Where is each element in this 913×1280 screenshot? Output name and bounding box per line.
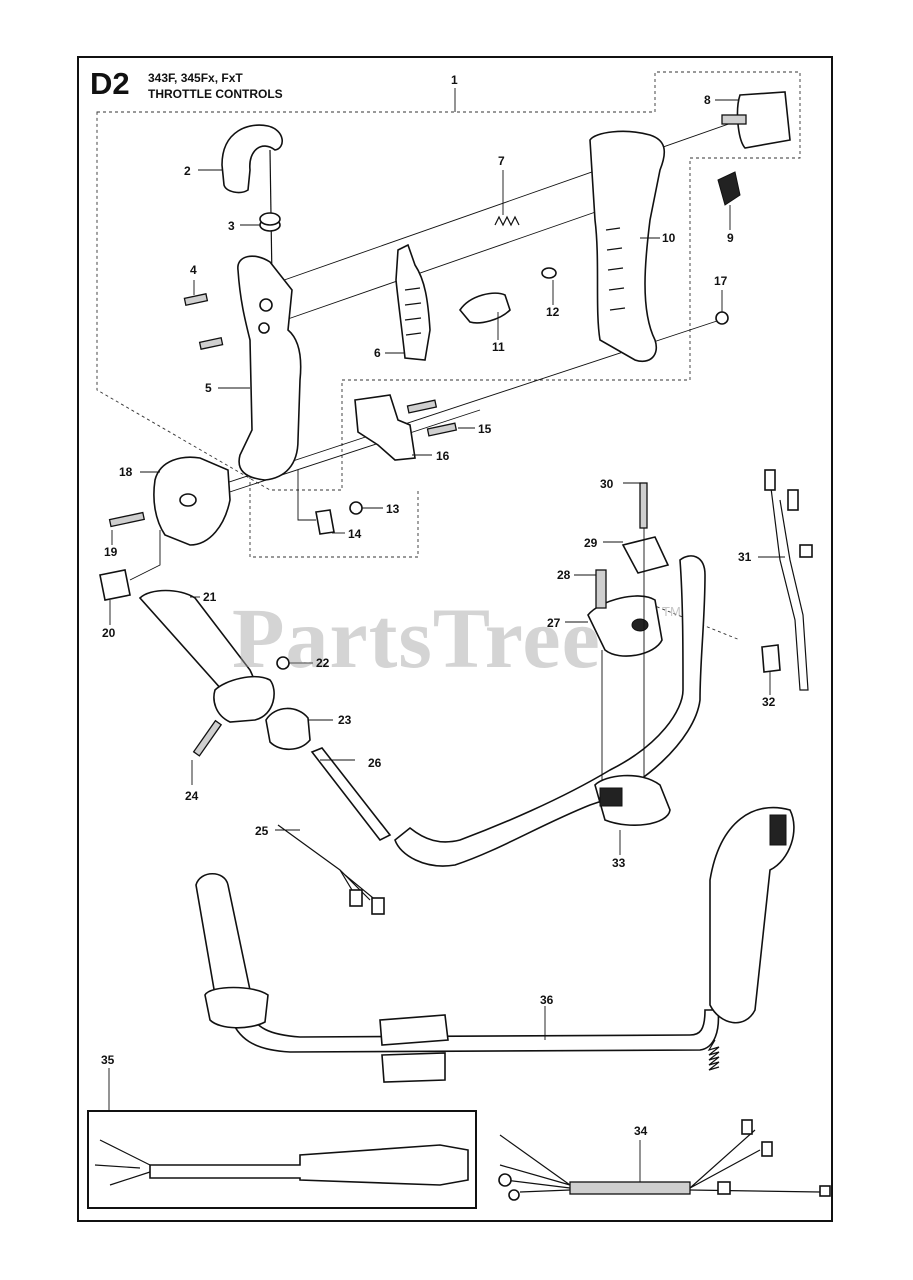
throttle-cable-coil xyxy=(707,1039,720,1071)
callout-5: 5 xyxy=(205,381,212,395)
part-31-cable-loom xyxy=(769,479,809,691)
axis-line-d xyxy=(189,409,481,506)
callout-25: 25 xyxy=(255,824,269,838)
part-27-bar-clamp xyxy=(587,595,663,657)
part-32-clip xyxy=(761,644,781,673)
part-29-clamp-plate xyxy=(621,536,670,574)
watermark: PartsTree xyxy=(232,590,601,686)
part-5-handle-left xyxy=(237,255,302,481)
callout-20: 20 xyxy=(102,626,116,640)
section-id: D2 xyxy=(90,66,130,101)
part-35-handle-assembly xyxy=(149,1144,469,1186)
part-13-screw xyxy=(349,501,363,515)
callout-29: 29 xyxy=(584,536,598,550)
callout-2: 2 xyxy=(184,164,191,178)
callout-3: 3 xyxy=(228,219,235,233)
part-17-nut xyxy=(715,311,729,325)
model-list: 343F, 345Fx, FxT xyxy=(148,71,243,85)
callout-26: 26 xyxy=(368,756,382,770)
part-9-stop-switch xyxy=(717,171,741,206)
callout-11: 11 xyxy=(492,340,505,354)
handlebar-tube xyxy=(394,555,706,867)
callout-21: 21 xyxy=(203,590,217,604)
callout-35: 35 xyxy=(101,1053,115,1067)
callout-12: 12 xyxy=(546,305,560,319)
callout-24: 24 xyxy=(185,789,199,803)
assembly-outline-lower xyxy=(249,470,419,558)
callout-7: 7 xyxy=(498,154,505,168)
callout-19: 19 xyxy=(104,545,118,559)
part-12-ring xyxy=(541,267,557,279)
callout-36: 36 xyxy=(540,993,554,1007)
part-8-lever-block xyxy=(736,91,791,149)
callout-10: 10 xyxy=(662,231,676,245)
part-16-cruise-lever xyxy=(354,394,416,461)
part-19-screw xyxy=(108,511,146,528)
part-10-handle-right xyxy=(589,130,666,362)
callout-17: 17 xyxy=(714,274,728,288)
part-6-throttle-trigger xyxy=(395,243,431,361)
part-36-right-handle xyxy=(709,806,795,1024)
callout-8: 8 xyxy=(704,93,711,107)
callout-23: 23 xyxy=(338,713,352,727)
callout-15: 15 xyxy=(478,422,492,436)
part-36-center-clamp xyxy=(379,1014,449,1046)
callout-28: 28 xyxy=(557,568,571,582)
part-14-clip xyxy=(315,509,335,535)
callout-9: 9 xyxy=(727,231,734,245)
callout-6: 6 xyxy=(374,346,381,360)
part-11-trigger-lock xyxy=(459,292,511,324)
watermark-trademark: TM xyxy=(662,604,681,619)
part-35-box xyxy=(87,1110,477,1209)
axis-line-b xyxy=(284,199,631,321)
part-25-wiring xyxy=(277,824,371,901)
diagram-frame xyxy=(77,56,833,1222)
callout-32: 32 xyxy=(762,695,776,709)
part-15-screw xyxy=(426,422,458,437)
part-36-left-grip xyxy=(195,872,251,1002)
callout-27: 27 xyxy=(547,616,561,630)
callout-4: 4 xyxy=(190,263,197,277)
callout-13: 13 xyxy=(386,502,400,516)
part-4-screw-b xyxy=(198,337,224,350)
callout-30: 30 xyxy=(600,477,614,491)
part-36-handlebar xyxy=(226,1009,720,1053)
part-26-cable-guide xyxy=(310,747,392,842)
axis-line-a xyxy=(269,119,741,286)
callout-16: 16 xyxy=(436,449,450,463)
callout-18: 18 xyxy=(119,465,133,479)
callout-34: 34 xyxy=(634,1124,648,1138)
part-34-coil-sleeve xyxy=(569,1181,691,1195)
callout-1: 1 xyxy=(451,73,458,87)
callout-22: 22 xyxy=(316,656,330,670)
callout-31: 31 xyxy=(738,550,752,564)
assembly-outline-upper xyxy=(96,71,801,491)
callout-14: 14 xyxy=(348,527,362,541)
part-7-spring xyxy=(494,215,520,227)
part-24-screw xyxy=(192,719,223,757)
part-28-screw xyxy=(595,569,607,609)
part-20-clamp xyxy=(99,569,131,601)
callout-33: 33 xyxy=(612,856,626,870)
part-2-grip-cap xyxy=(221,124,283,194)
diagram-title: THROTTLE CONTROLS xyxy=(148,87,283,101)
part-30-bolt xyxy=(639,482,648,529)
part-23-handle-clamp xyxy=(265,707,311,751)
part-4-screw xyxy=(183,293,209,306)
